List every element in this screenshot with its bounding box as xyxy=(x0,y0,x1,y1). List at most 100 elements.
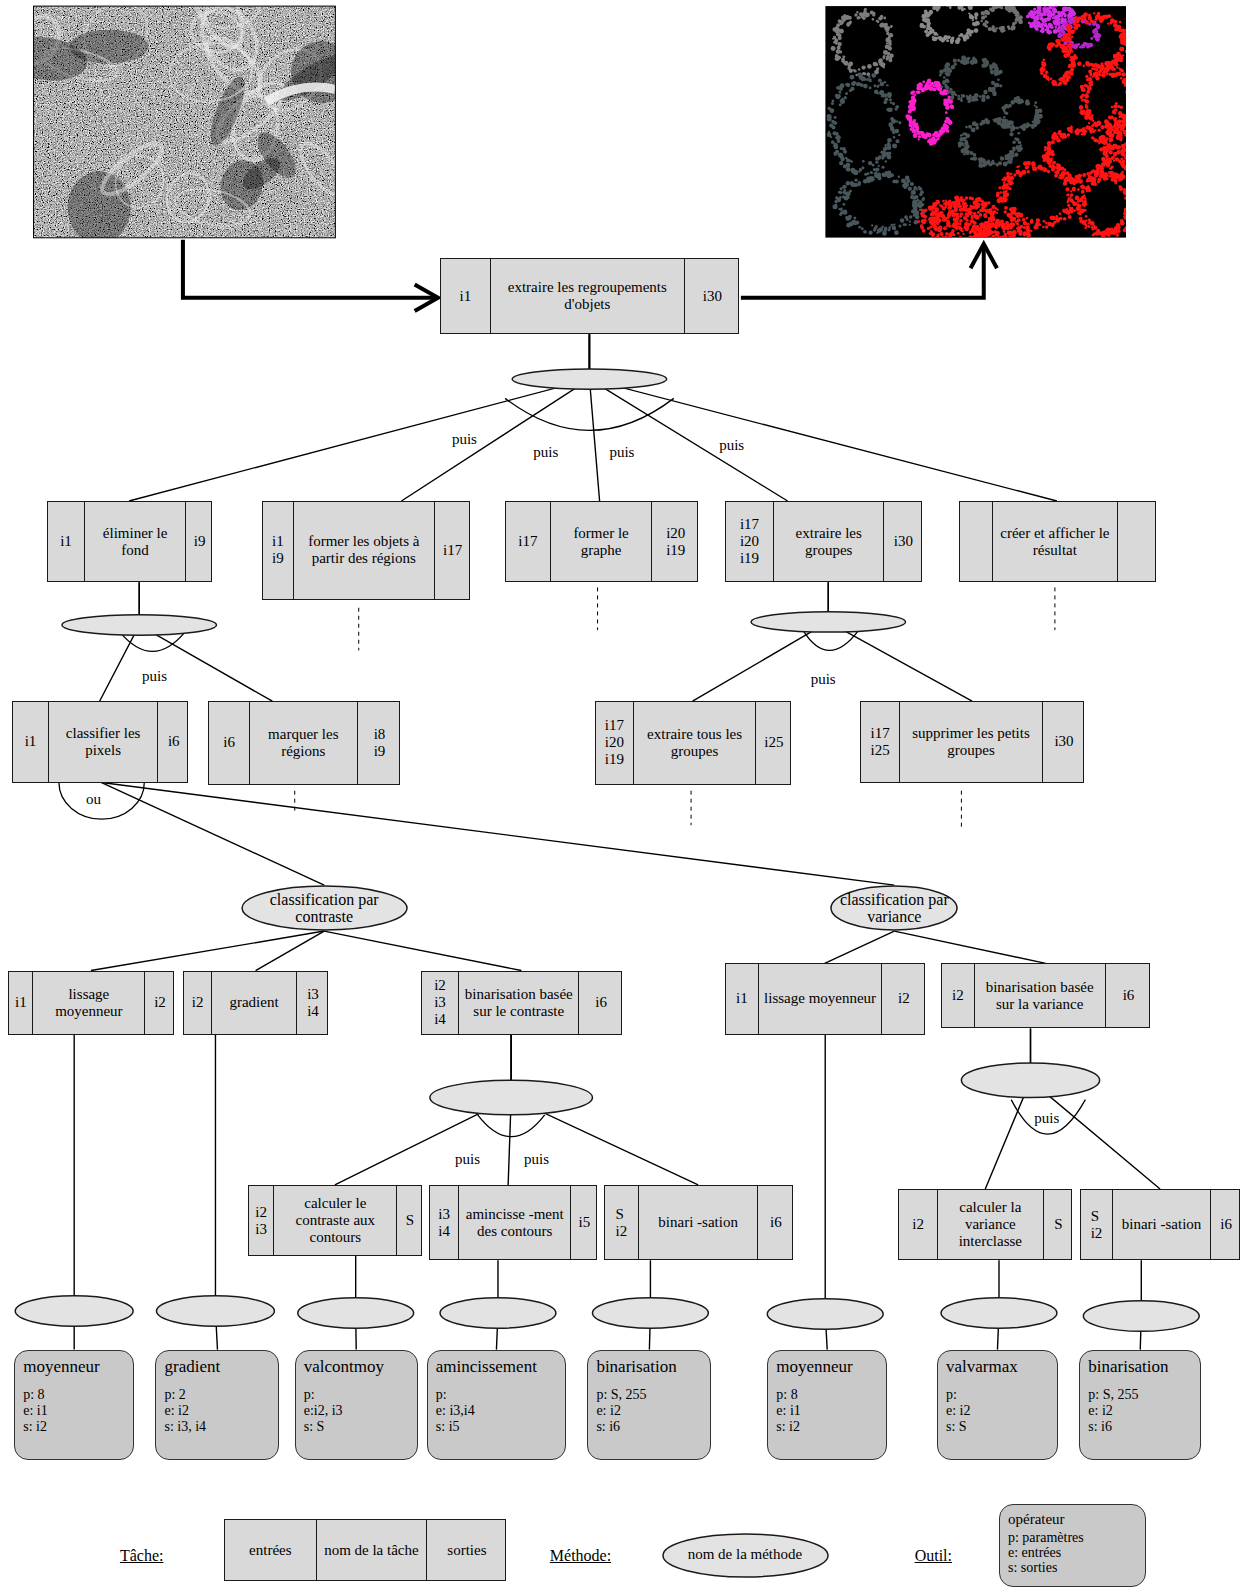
cell-dot xyxy=(856,82,860,86)
cell-dot xyxy=(1100,125,1104,129)
cell-dot xyxy=(1054,15,1059,20)
cell-dot xyxy=(865,12,870,17)
cell-dot xyxy=(1046,30,1049,33)
cell-dot xyxy=(1015,153,1019,157)
cell-dot xyxy=(958,144,962,148)
cell-dot xyxy=(1060,26,1063,29)
cell-dot xyxy=(1059,217,1063,221)
cell-dot xyxy=(1091,136,1094,139)
cell-dot xyxy=(898,121,901,124)
cell-dot xyxy=(1075,19,1079,23)
cell-dot xyxy=(1003,116,1005,118)
cell-dot xyxy=(900,218,905,223)
cell-dot xyxy=(1092,76,1094,78)
cell-dot xyxy=(1096,14,1100,18)
cell-dot xyxy=(1064,35,1068,39)
cell-dot xyxy=(968,6,973,10)
cell-dot xyxy=(1071,177,1073,179)
cell-dot xyxy=(905,176,910,181)
cell-dot xyxy=(1089,72,1092,75)
cell-dot xyxy=(975,21,978,24)
cell-dot xyxy=(1077,43,1080,46)
cell-dot xyxy=(875,171,877,173)
cell-dot xyxy=(1001,29,1004,32)
cell-dot xyxy=(1126,95,1127,100)
cell-dot xyxy=(1122,54,1124,56)
cell-dot xyxy=(875,225,878,228)
cell-dot xyxy=(890,54,894,58)
cell-dot xyxy=(965,133,967,135)
cell-dot xyxy=(946,129,950,133)
cell-dot xyxy=(909,220,911,222)
cell-dot xyxy=(921,198,924,201)
cell-dot xyxy=(892,144,895,147)
cell-dot xyxy=(1083,99,1086,102)
cell-dot xyxy=(831,102,834,105)
connector xyxy=(825,931,895,963)
cell-dot xyxy=(1019,99,1024,104)
cell-dot xyxy=(850,75,855,80)
cell-dot xyxy=(1086,45,1090,49)
cell-dot xyxy=(858,68,860,70)
cell-dot xyxy=(1111,73,1115,77)
cell-dot xyxy=(879,23,884,28)
cell-dot xyxy=(999,70,1003,74)
cell-dot xyxy=(933,84,936,87)
cell-dot xyxy=(937,138,940,141)
cell-dot xyxy=(951,65,955,69)
cell-dot xyxy=(853,183,857,187)
cell-dot xyxy=(966,96,970,100)
cell-dot xyxy=(1124,83,1126,86)
cell-dot xyxy=(946,86,950,90)
cell-dot xyxy=(1077,178,1080,181)
cell-dot xyxy=(943,35,948,40)
cell-dot xyxy=(941,6,945,7)
cell-dot xyxy=(854,179,857,182)
cell-dot xyxy=(878,79,881,82)
cell-dot xyxy=(975,123,979,127)
cell-dot xyxy=(918,186,921,189)
cell-dot xyxy=(1039,12,1044,17)
cell-dot xyxy=(904,223,907,226)
cell-dot xyxy=(963,8,965,10)
cell-dot xyxy=(880,62,885,67)
cell-dot xyxy=(853,221,858,226)
cell-dot xyxy=(888,108,892,112)
cell-dot xyxy=(989,7,992,10)
cell-dot xyxy=(961,94,965,98)
cell-dot xyxy=(928,79,932,83)
cell-dot xyxy=(1061,135,1065,139)
cell-dot xyxy=(1064,22,1067,25)
cell-dot xyxy=(908,187,912,191)
cell-dot xyxy=(957,6,961,10)
cell-dot xyxy=(1092,20,1094,22)
cell-dot xyxy=(1003,110,1005,112)
connector xyxy=(256,931,325,970)
cell-dot xyxy=(892,144,897,149)
cell-dot xyxy=(949,121,952,124)
cell-dot xyxy=(1067,127,1070,130)
cell-dot xyxy=(1088,81,1091,84)
cell-dot xyxy=(844,96,847,99)
cell-dot xyxy=(837,46,841,50)
cell-dot xyxy=(1047,30,1051,34)
cell-dot xyxy=(1059,25,1062,28)
cell-dot xyxy=(1025,99,1029,103)
cell-dot xyxy=(878,16,882,20)
cell-dot xyxy=(1120,47,1124,51)
cell-dot xyxy=(857,72,861,76)
cell-dot xyxy=(1122,32,1126,37)
cell-dot xyxy=(1012,154,1015,157)
cell-dot xyxy=(1124,29,1126,32)
connector xyxy=(401,334,589,501)
cell-dot xyxy=(971,61,975,65)
cell-dot xyxy=(846,167,851,172)
cell-dot xyxy=(873,12,876,15)
cell-dot xyxy=(846,22,850,26)
cell-dot xyxy=(971,128,976,133)
cell-dot xyxy=(878,84,880,86)
cell-dot xyxy=(849,69,853,73)
cell-dot xyxy=(1055,136,1059,140)
cell-dot xyxy=(910,91,914,95)
cell-dot xyxy=(860,83,864,87)
